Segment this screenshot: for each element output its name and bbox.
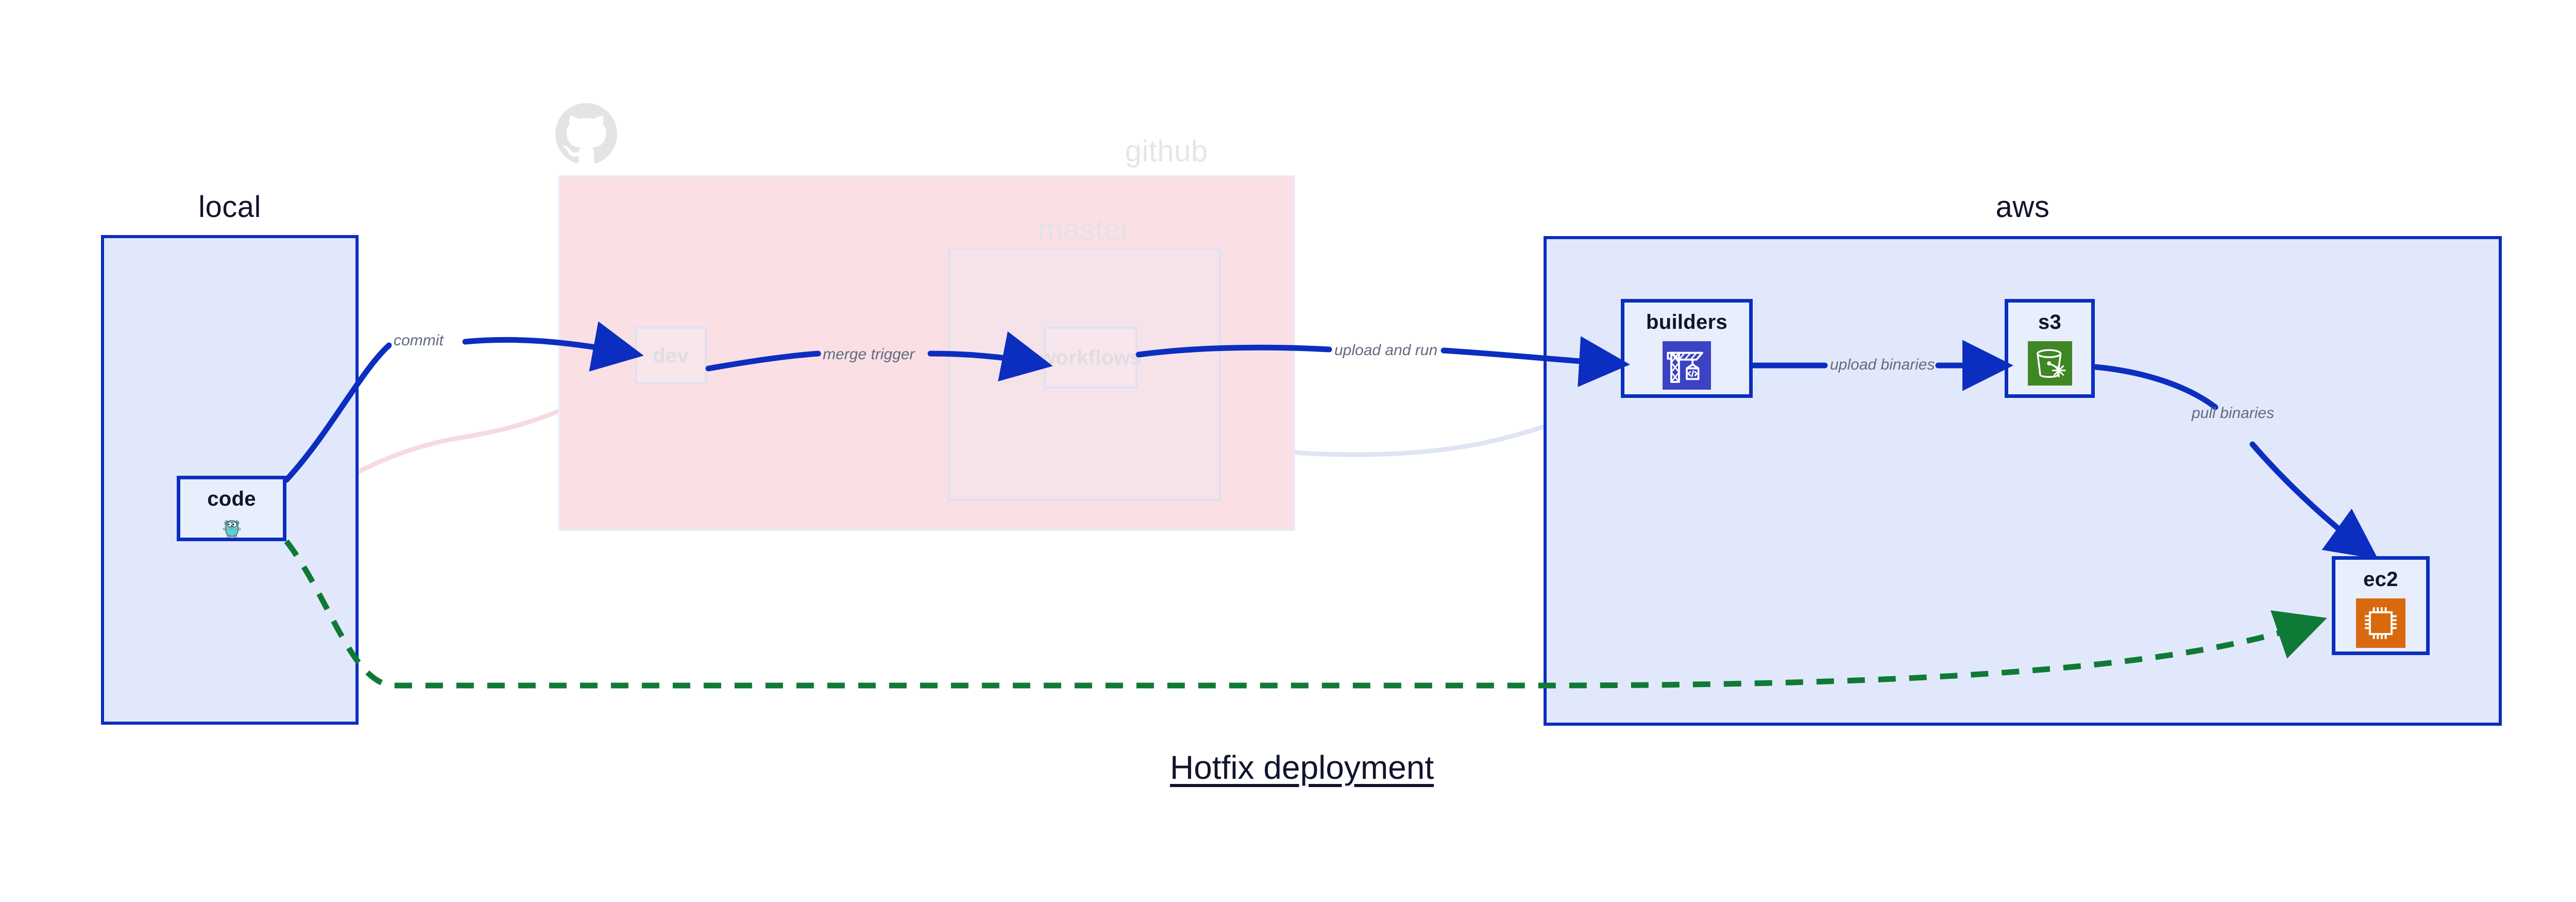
aws-ec2-chip-icon <box>2356 598 2405 648</box>
node-s3-label: s3 <box>2038 311 2062 333</box>
edge-label-commit: commit <box>392 332 446 349</box>
edge-label-upload-binaries: upload binaries <box>1830 356 1935 373</box>
group-aws-label: aws <box>1995 190 2050 224</box>
node-builders-label: builders <box>1646 311 1727 333</box>
diagram-title: Hotfix deployment <box>1170 749 1434 786</box>
github-octocat-icon <box>555 103 617 164</box>
node-s3[interactable]: s3 <box>2005 299 2095 398</box>
node-code[interactable]: code <box>177 476 286 541</box>
edge-label-pull-binaries: pull binaries <box>2192 405 2275 422</box>
node-dev[interactable]: dev <box>635 327 707 385</box>
node-dev-label: dev <box>653 344 689 367</box>
node-workflows-label: workflows <box>1039 346 1142 369</box>
aws-s3-glacier-bucket-icon <box>2027 341 2072 386</box>
node-ec2[interactable]: ec2 <box>2332 556 2430 655</box>
node-builders[interactable]: builders <box>1621 299 1753 398</box>
edge-label-merge-trigger: merge trigger <box>823 346 915 363</box>
group-master-label: master <box>1038 213 1131 246</box>
group-github-label: github <box>1125 135 1208 168</box>
go-gopher-icon <box>223 520 241 538</box>
edge-label-upload-and-run: upload and run <box>1332 342 1440 359</box>
group-local-label: local <box>198 190 261 224</box>
node-code-label: code <box>207 488 256 510</box>
node-workflows[interactable]: workflows <box>1040 327 1142 389</box>
aws-codebuild-crane-icon <box>1663 341 1711 390</box>
node-ec2-label: ec2 <box>2363 568 2398 591</box>
